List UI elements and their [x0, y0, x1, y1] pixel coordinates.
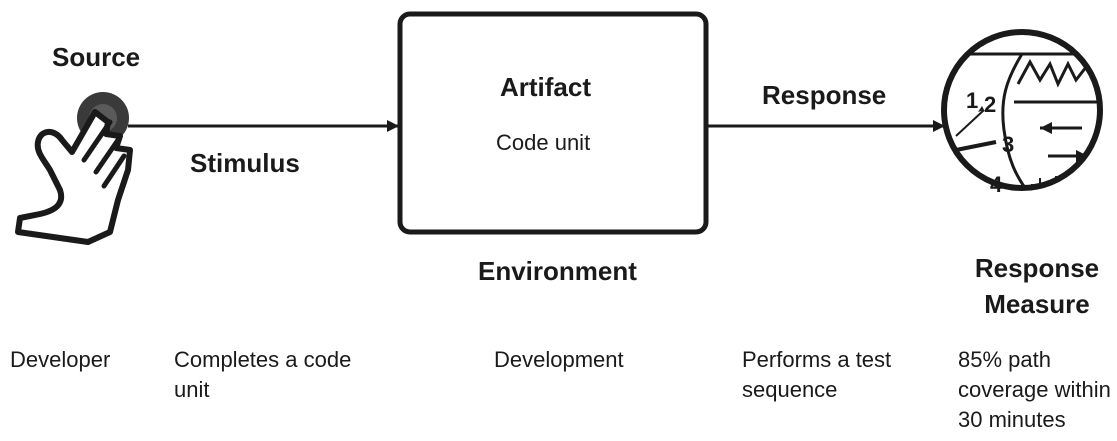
gauge-number-4: 4 — [990, 172, 1003, 197]
gauge-icon: 1 2 3 4 — [941, 29, 1103, 197]
environment-value: Development — [494, 347, 624, 372]
response-measure-label: Response Measure — [974, 253, 1100, 319]
stimulus-value: Completes a code unit — [174, 347, 352, 402]
gauge-number-2: 2 — [984, 92, 996, 117]
gauge-number-3: 3 — [1002, 132, 1014, 157]
source-label: Source — [52, 42, 141, 72]
stimulus-label: Stimulus — [190, 148, 300, 178]
source-value: Developer — [10, 347, 111, 372]
environment-label: Environment — [478, 256, 637, 286]
artifact-box — [397, 11, 709, 235]
gauge-number-1: 1 — [966, 88, 978, 113]
artifact-value: Code unit — [496, 130, 591, 155]
artifact-label: Artifact — [500, 72, 592, 102]
response-label: Response — [762, 80, 887, 110]
hand-pressing-button-icon — [15, 92, 133, 245]
response-value: Performs a test sequence — [742, 347, 892, 402]
response-measure-value: 85% path coverage within 30 minutes — [958, 347, 1111, 432]
